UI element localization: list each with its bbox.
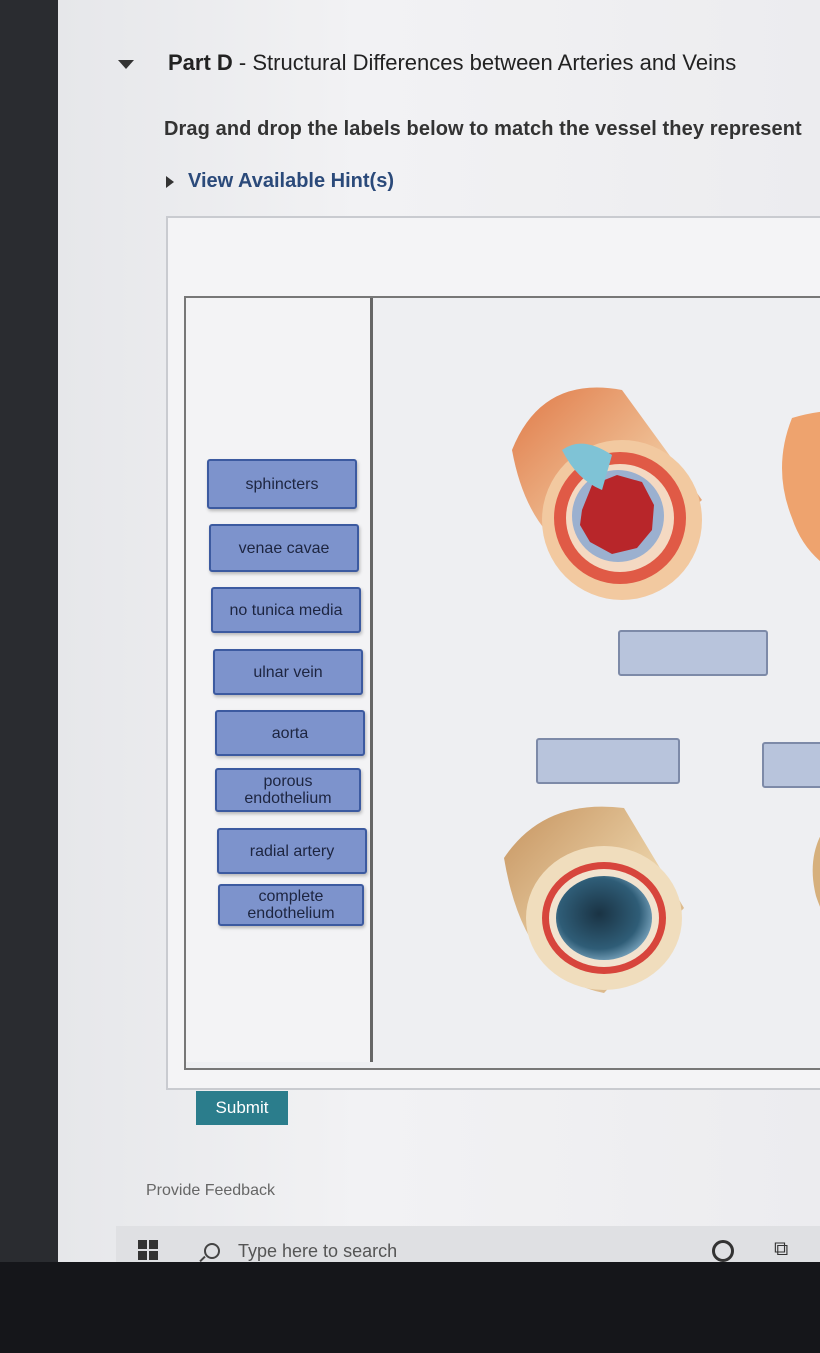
part-title: Part D - Structural Differences between …: [168, 50, 736, 76]
part-header[interactable]: Part D - Structural Differences between …: [118, 50, 736, 76]
instructions: Drag and drop the labels below to match …: [164, 118, 802, 140]
browser-screen: Part D - Structural Differences between …: [58, 0, 820, 1275]
drag-label-porous-endothelium[interactable]: porous endothelium: [215, 768, 361, 812]
drag-label-aorta[interactable]: aorta: [215, 710, 365, 756]
label-bank: sphincters venae cavae no tunica media u…: [186, 298, 373, 1062]
collapse-arrow-icon[interactable]: [118, 59, 134, 69]
part-prefix: Part D: [168, 50, 233, 75]
vessel-illustration-partial-top: [782, 411, 820, 561]
drag-label-ulnar-vein[interactable]: ulnar vein: [213, 649, 363, 695]
view-hints-link[interactable]: View Available Hint(s): [166, 170, 394, 193]
drag-label-sphincters[interactable]: sphincters: [207, 459, 357, 509]
part-title-text: Structural Differences between Arteries …: [252, 50, 737, 75]
monitor-bottom-bezel: [0, 1262, 820, 1353]
taskbar-search-box[interactable]: Type here to search: [192, 1230, 552, 1272]
drop-target-top-center[interactable]: [618, 630, 768, 676]
drop-target-middle-right[interactable]: [762, 742, 820, 788]
cortana-icon[interactable]: [712, 1240, 734, 1262]
expand-arrow-icon: [166, 175, 174, 188]
provide-feedback-link[interactable]: Provide Feedback: [146, 1182, 275, 1199]
windows-start-icon[interactable]: [138, 1240, 158, 1260]
task-view-icon[interactable]: ⧉: [774, 1238, 789, 1260]
submit-button[interactable]: Submit: [196, 1091, 288, 1125]
drop-target-middle-left[interactable]: [536, 738, 680, 784]
drag-label-radial-artery[interactable]: radial artery: [217, 828, 367, 874]
drag-label-venae-cavae[interactable]: venae cavae: [209, 524, 359, 572]
drag-label-no-tunica-media[interactable]: no tunica media: [211, 587, 361, 633]
hint-label[interactable]: View Available Hint(s): [188, 170, 394, 192]
part-separator: -: [232, 50, 253, 75]
drag-drop-workspace: sphincters venae cavae no tunica media u…: [184, 296, 820, 1070]
vessel-illustration-partial-bottom: [812, 836, 820, 907]
artery-illustration: [512, 387, 702, 600]
search-placeholder[interactable]: Type here to search: [238, 1240, 398, 1261]
search-icon: [204, 1243, 220, 1259]
vein-illustration: [504, 806, 684, 993]
monitor-bezel: [0, 0, 60, 1353]
drag-label-complete-endothelium[interactable]: complete endothelium: [218, 884, 364, 926]
